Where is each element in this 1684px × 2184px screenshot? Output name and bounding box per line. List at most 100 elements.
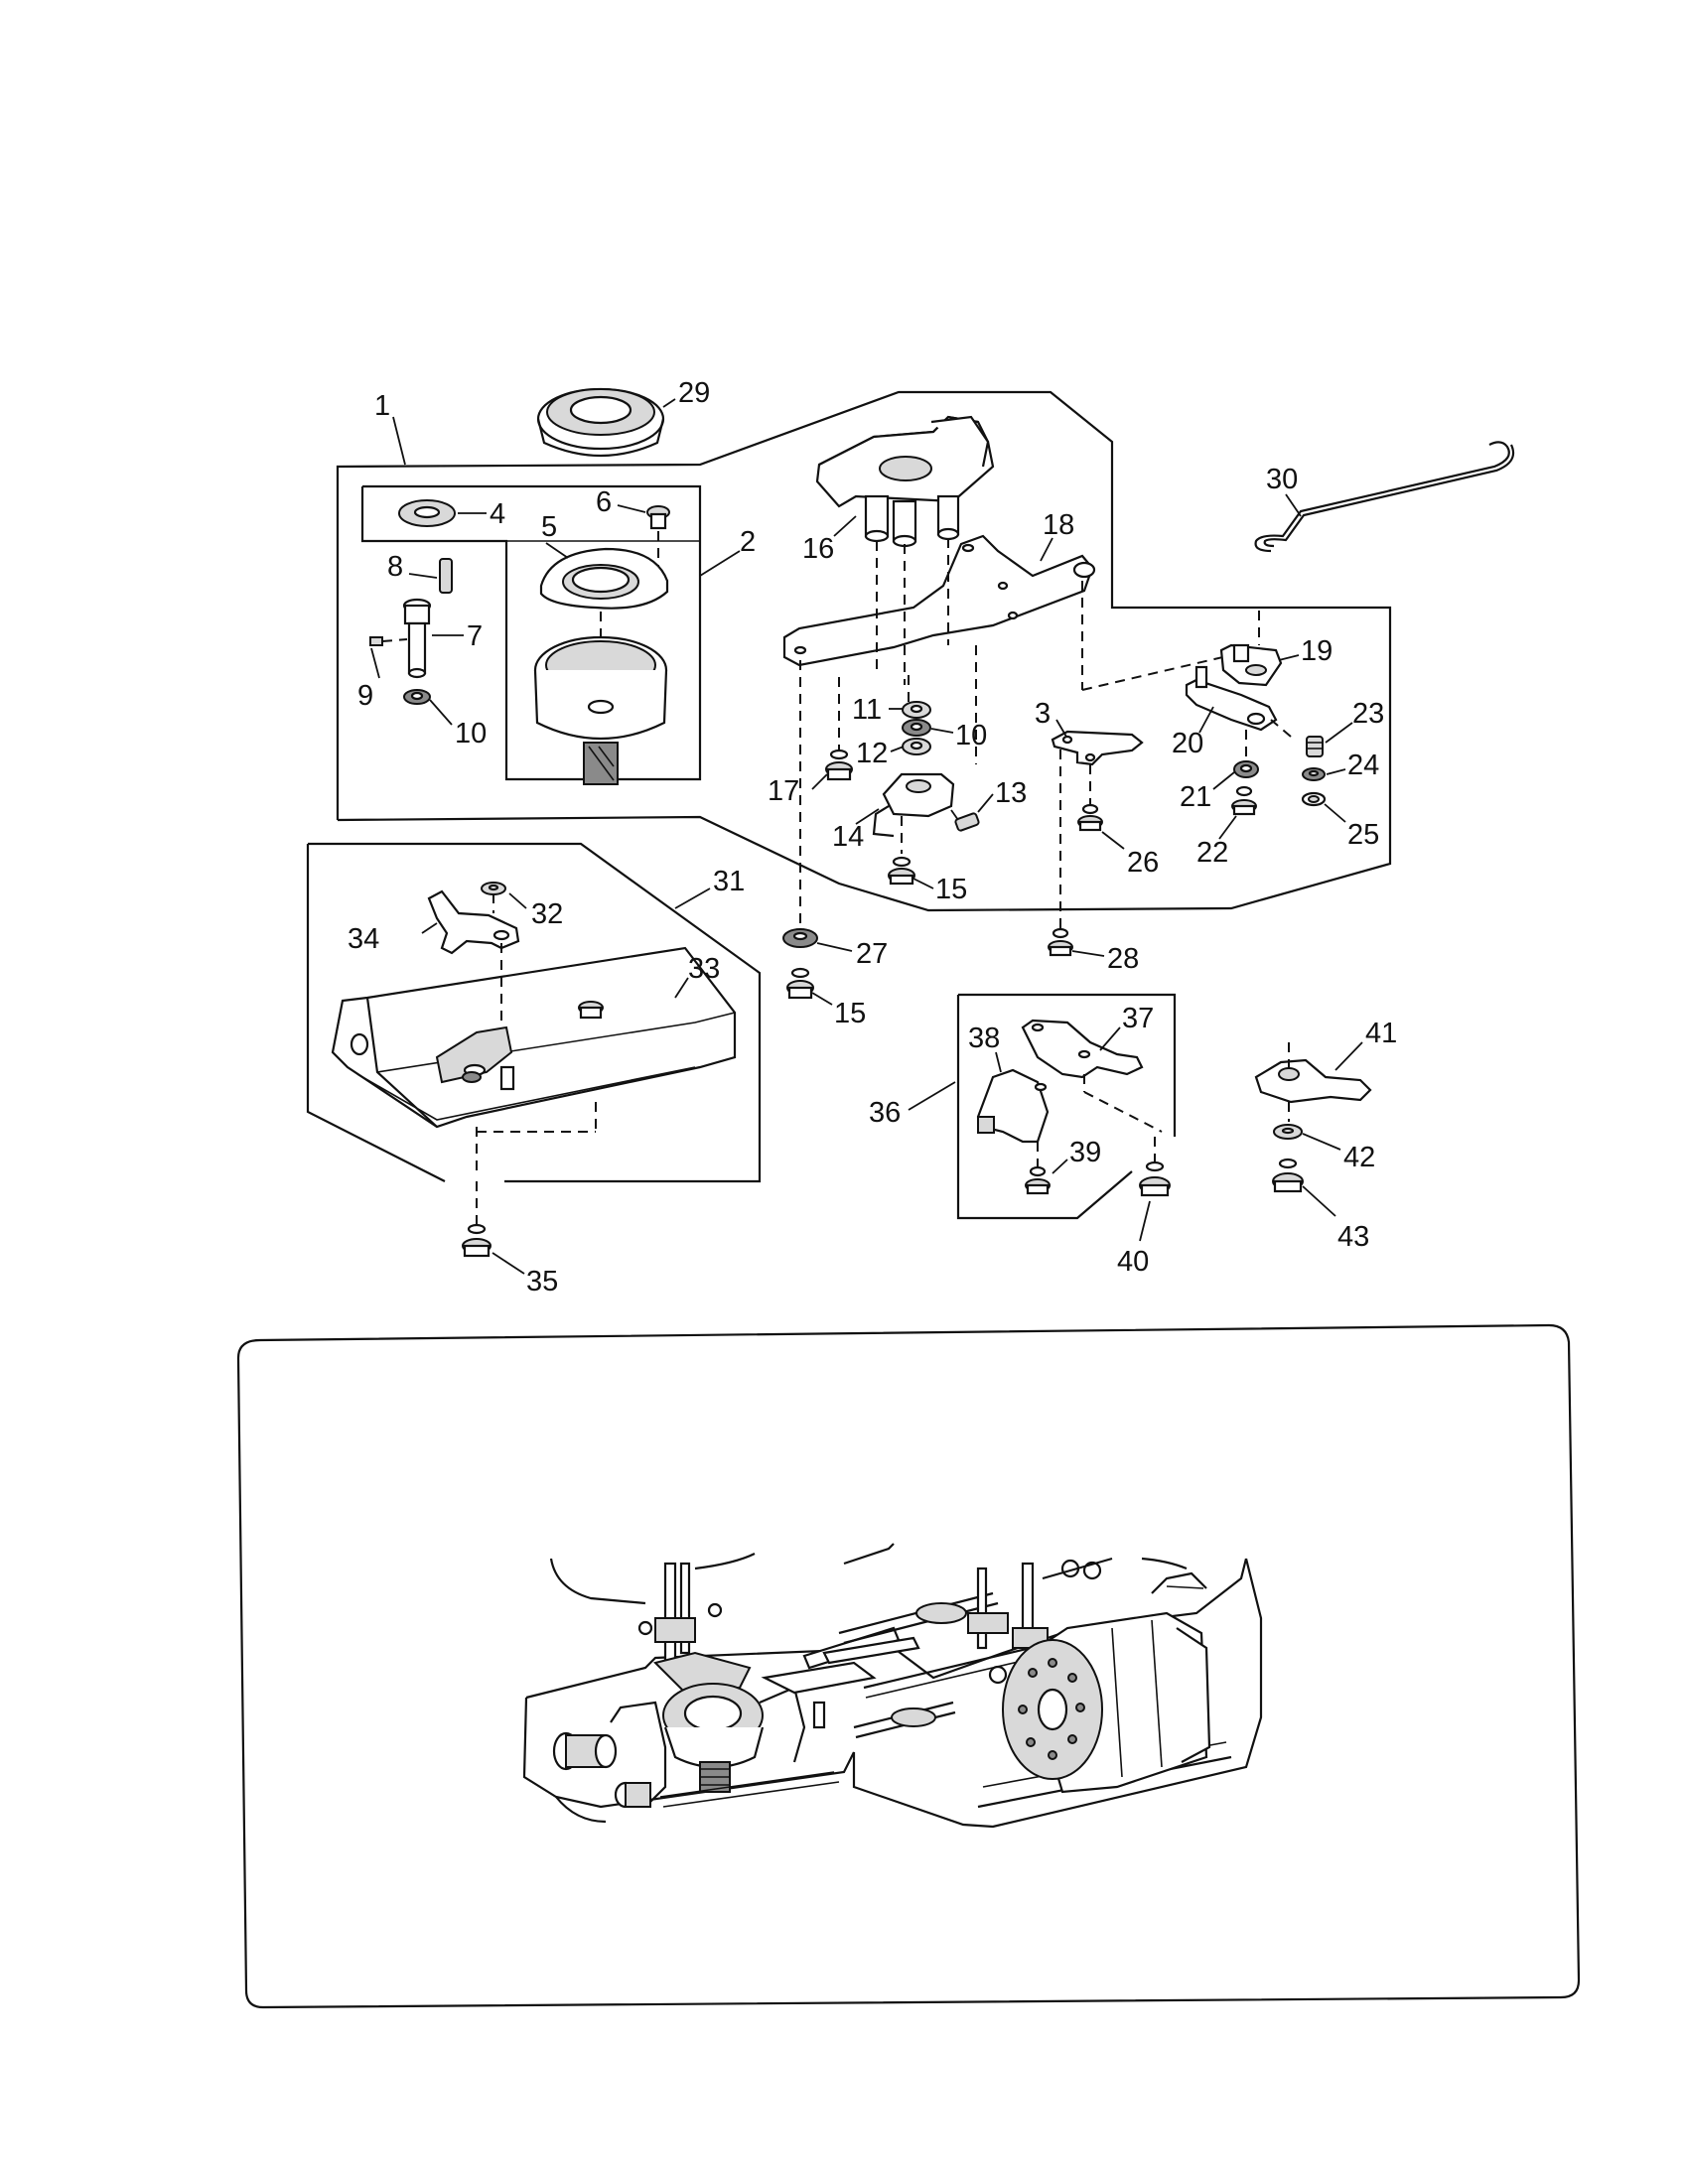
part-38-presser [976, 1068, 1050, 1166]
callout-30: 30 [1266, 464, 1298, 495]
part-42-washer [1273, 1124, 1303, 1140]
callout-16: 16 [802, 533, 834, 565]
callout-7: 7 [467, 620, 483, 652]
callout-labels: 1 2 3 4 5 6 7 8 9 10 10 11 12 13 14 15 1… [348, 377, 1397, 1297]
callout-23: 23 [1352, 698, 1384, 730]
part-20-lever [1185, 665, 1278, 732]
part-33-base-tray [331, 946, 737, 1129]
assembly-36-boundary [958, 993, 1177, 1137]
part-13-spring-screw [950, 809, 980, 832]
callout-15a: 15 [935, 874, 967, 905]
part-32-washer [481, 882, 506, 913]
assembly-2-box [360, 484, 702, 781]
callout-27: 27 [856, 938, 888, 970]
part-26-screw [1077, 803, 1103, 832]
part-43-screw [1272, 1158, 1304, 1193]
callout-37: 37 [1122, 1003, 1154, 1034]
callout-10b: 10 [955, 720, 987, 751]
callout-4: 4 [490, 498, 505, 530]
part-2-rotary-hook [533, 635, 668, 785]
part-3-plate [1051, 730, 1144, 804]
part-25-e-ring [1301, 791, 1327, 807]
callout-2: 2 [740, 526, 756, 558]
callout-9: 9 [357, 680, 373, 712]
part-7-shaft [402, 598, 432, 679]
part-40-screw [1139, 1137, 1171, 1197]
callout-1: 1 [374, 390, 390, 422]
callout-13: 13 [995, 777, 1027, 809]
part-39-screw [1025, 1165, 1051, 1195]
callout-19: 19 [1301, 635, 1333, 667]
callout-20: 20 [1172, 728, 1203, 759]
part-9-set-screw [369, 636, 408, 646]
part-24-washer [1302, 767, 1326, 781]
part-37-plate [1021, 1019, 1144, 1079]
callout-21: 21 [1180, 781, 1211, 813]
part-14-feed-block [872, 772, 955, 854]
part-15-screw-lower [786, 967, 814, 1000]
machine-illustration-frame [236, 1323, 1581, 2009]
callout-18: 18 [1043, 509, 1074, 541]
callout-38: 38 [968, 1023, 1000, 1054]
callout-42: 42 [1343, 1142, 1375, 1173]
callout-5: 5 [541, 511, 557, 543]
part-17-screw [825, 749, 853, 781]
part-34-lever [427, 889, 520, 1023]
callout-43: 43 [1337, 1221, 1369, 1253]
part-10-washer-left [403, 689, 431, 705]
part-28-screw [1048, 927, 1073, 957]
part-27-washer [782, 928, 818, 948]
part-41-lever [1254, 1042, 1372, 1122]
callout-31: 31 [713, 866, 745, 897]
callout-3: 3 [1035, 698, 1051, 730]
callout-34: 34 [348, 923, 379, 955]
assembly-31-boundary [308, 842, 762, 1183]
dash-40 [1083, 1091, 1163, 1133]
callout-39: 39 [1069, 1137, 1101, 1168]
part-21-washer [1233, 730, 1259, 778]
part-19-bracket [1219, 611, 1283, 687]
part-30-rod [1254, 441, 1515, 553]
callout-29: 29 [678, 377, 710, 409]
part-22-screw [1231, 785, 1257, 816]
dash-to-19 [1081, 654, 1232, 691]
callout-14: 14 [832, 821, 864, 853]
part-11-washer [902, 701, 931, 719]
callout-28: 28 [1107, 943, 1139, 975]
part-29-hook-cover [536, 387, 665, 458]
callout-35: 35 [526, 1266, 558, 1297]
callout-22: 22 [1196, 837, 1228, 869]
callout-15b: 15 [834, 998, 866, 1029]
callout-24: 24 [1347, 750, 1379, 781]
part-18-feed-bar [782, 534, 1096, 667]
part-35-screw [462, 1223, 491, 1258]
part-5-inner-ring [539, 547, 669, 645]
machine-underside-illustration [522, 1543, 1263, 1829]
part-4-washer [398, 499, 456, 527]
assembly-31-boundary-left [306, 844, 446, 1182]
callout-36: 36 [869, 1097, 901, 1129]
part-6-screw [646, 505, 670, 581]
callout-41: 41 [1365, 1018, 1397, 1049]
part-16-needle-plate-support [815, 415, 995, 548]
part-12-washer [902, 738, 931, 755]
callout-33: 33 [688, 953, 720, 985]
part-15-screw-upper [888, 856, 915, 886]
part-8-pin [439, 558, 453, 594]
callout-32: 32 [531, 898, 563, 930]
callout-26: 26 [1127, 847, 1159, 879]
assembly-36-boundary-left [956, 995, 1133, 1220]
part-10-washer-center [902, 719, 931, 737]
assembly-1-boundary [336, 390, 1392, 912]
callout-11: 11 [852, 694, 882, 726]
callout-12: 12 [856, 738, 888, 769]
callout-6: 6 [596, 486, 612, 518]
callout-8: 8 [387, 551, 403, 583]
callout-17: 17 [768, 775, 799, 807]
part-23-spring [1270, 719, 1324, 757]
callout-10a: 10 [455, 718, 487, 750]
callout-25: 25 [1347, 819, 1379, 851]
leader-lines [370, 398, 1363, 1275]
callout-40: 40 [1117, 1246, 1149, 1278]
